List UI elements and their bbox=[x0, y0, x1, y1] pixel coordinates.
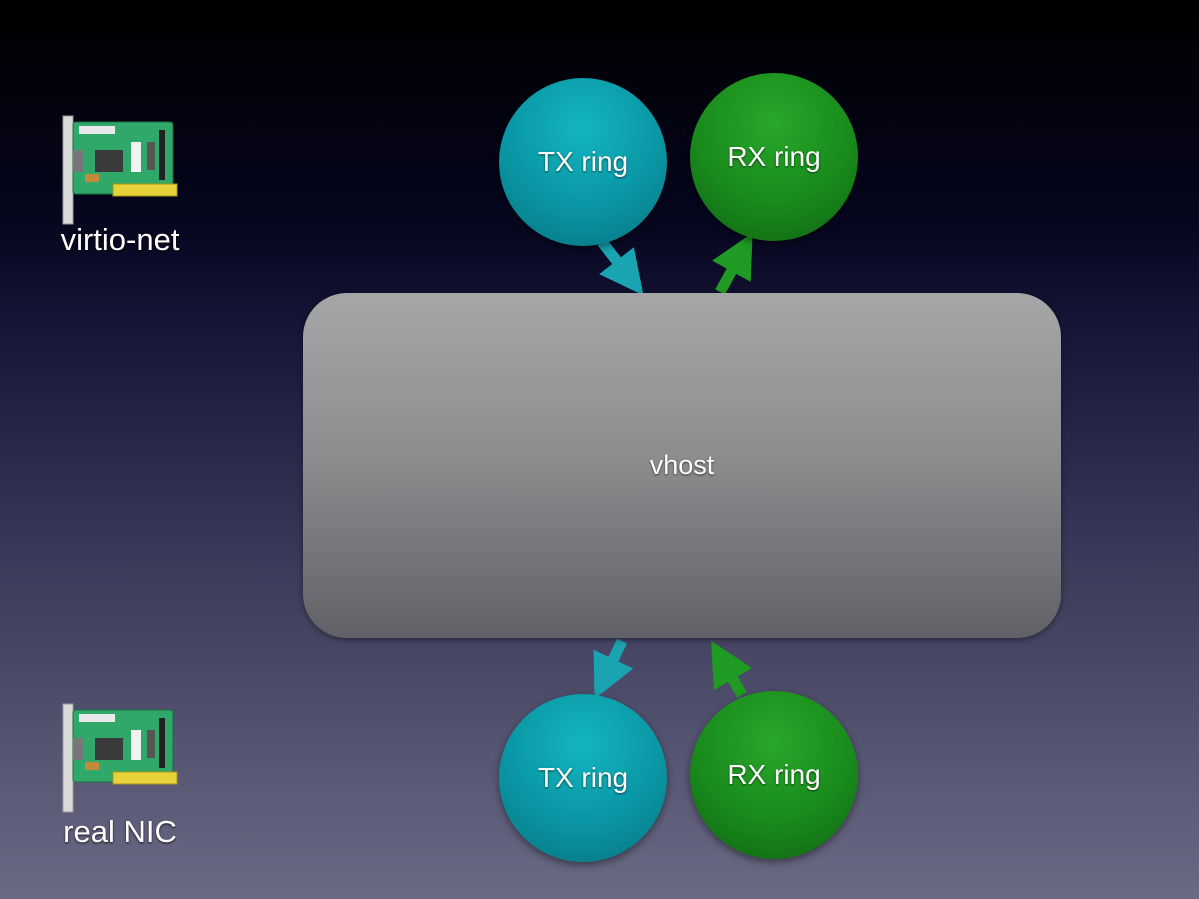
real-nic-label: real NIC bbox=[63, 814, 177, 849]
top-tx-ring: TX ring bbox=[499, 78, 667, 246]
arrow-vhost-to-bottom-tx bbox=[593, 638, 634, 699]
virtio-net-label: virtio-net bbox=[60, 222, 180, 257]
bottom-tx-ring: TX ring bbox=[499, 694, 667, 862]
bottom-rx-ring: RX ring bbox=[690, 691, 858, 859]
bottom-rx-ring-label: RX ring bbox=[727, 759, 821, 790]
top-rx-ring-label: RX ring bbox=[727, 141, 821, 172]
arrow-top-tx-to-vhost bbox=[597, 238, 644, 296]
bottom-tx-ring-label: TX ring bbox=[537, 762, 629, 793]
arrow-bottom-rx-to-vhost bbox=[711, 640, 753, 698]
virtio-net-node: virtio-net bbox=[20, 112, 220, 262]
network-card-icon bbox=[62, 703, 178, 813]
vhost-box: vhost bbox=[303, 293, 1061, 638]
arrow-vhost-to-top-rx bbox=[712, 232, 753, 295]
top-tx-ring-label: TX ring bbox=[537, 146, 629, 177]
vhost-label: vhost bbox=[649, 450, 715, 480]
network-card-icon bbox=[62, 115, 178, 225]
real-nic-node: real NIC bbox=[20, 700, 220, 855]
top-rx-ring: RX ring bbox=[690, 73, 858, 241]
